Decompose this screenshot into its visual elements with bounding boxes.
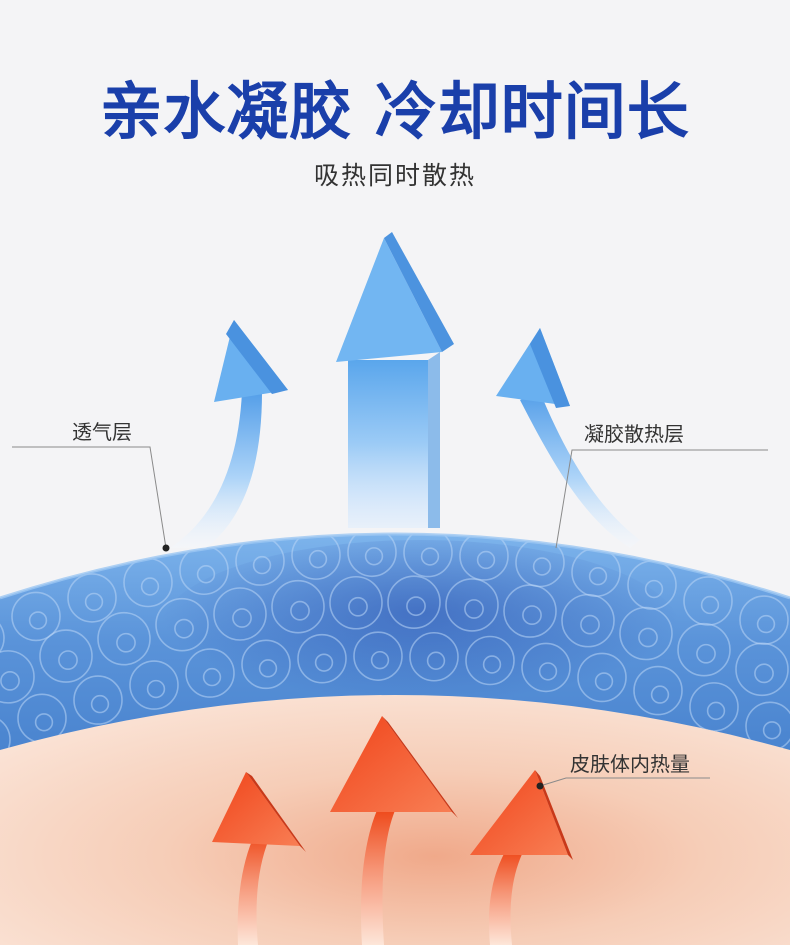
gel-bubble-core [146, 679, 166, 699]
gel-bubble [347, 534, 397, 578]
leader-skin [539, 777, 710, 787]
gel-bubble [683, 576, 733, 626]
gel-bubble [677, 622, 731, 677]
gel-bubble-core [464, 599, 484, 619]
gel-bubble-core [594, 672, 614, 691]
gel-bubble [0, 650, 35, 704]
callout-skin-body-heat: 皮肤体内热量 [570, 752, 690, 776]
gel-bubble [39, 629, 93, 683]
gel-bubble [291, 534, 341, 580]
gel-bubble-core [34, 713, 54, 732]
gel-bubble-core [90, 694, 110, 714]
gel-bubble [403, 534, 453, 578]
gel-bubble-core [174, 618, 194, 639]
gel-bubble-core [476, 550, 496, 570]
gel-bubble-core [650, 685, 670, 704]
heat-arrow-left [212, 772, 306, 945]
gel-bubble [185, 648, 235, 698]
cool-arrow-right [496, 328, 640, 548]
gel-bubble-core [84, 592, 104, 612]
gel-bubble-core [58, 650, 78, 671]
leader-gel [555, 449, 768, 549]
gel-bubble [735, 642, 789, 697]
gel-bubble-core [252, 555, 272, 575]
gel-bubble [0, 613, 5, 663]
gel-bubble [271, 579, 325, 634]
gel-bubble-core [202, 667, 222, 687]
gel-bubble-core [426, 651, 446, 670]
gel-bubble-core [756, 614, 776, 634]
gel-bubble-core [700, 595, 720, 615]
gel-bubble-core [538, 662, 558, 681]
gel-bubble [11, 591, 61, 642]
gel-bubble [155, 597, 209, 652]
gel-bubbles [0, 534, 790, 750]
gel-bubble [387, 575, 441, 629]
gel-bubble [561, 593, 615, 648]
gel-bubble-core [696, 643, 716, 664]
gel-bubble-core [588, 566, 608, 586]
gel-bubble-core [116, 632, 136, 653]
page-subtitle: 吸热同时散热 [313, 161, 476, 190]
heat-arrows [212, 716, 573, 945]
gel-bubble-core [580, 614, 600, 635]
gel-bubble-core [0, 670, 20, 691]
gel-bubble-core [644, 579, 664, 599]
skin-layer [0, 692, 790, 945]
gel-bubble [445, 578, 499, 632]
heat-arrow-center [330, 716, 458, 945]
gel-bubble-core [370, 650, 390, 670]
gel-bubble [459, 534, 509, 581]
gel-bubble-core [482, 655, 502, 674]
gel-bubble-core [232, 608, 252, 628]
gel-bubble-core [348, 596, 368, 617]
gel-bubble-core [532, 557, 552, 576]
gel-bubble-core [314, 653, 334, 672]
gel-bubble [129, 660, 179, 710]
gel-bubble [633, 665, 683, 716]
gel-bubble [619, 606, 673, 661]
leader-breathable [12, 446, 167, 549]
heat-arrow-right [470, 770, 573, 945]
gel-bubble-core [364, 547, 384, 566]
gel-bubble [409, 631, 459, 682]
gel-bubble [329, 575, 383, 630]
gel-layer [0, 532, 790, 750]
gel-bubble-core [406, 596, 426, 617]
cool-arrows [170, 232, 640, 548]
gel-bubble [353, 631, 403, 681]
cool-arrow-center [336, 232, 454, 528]
leader-lines [12, 446, 768, 790]
gel-bubble [97, 611, 151, 666]
gel-bubble [213, 587, 267, 641]
callout-gel-cooling-layer: 凝胶散热层 [584, 422, 684, 446]
gel-bubble [73, 675, 123, 725]
gel-bubble-core [140, 577, 160, 596]
gel-bubble-core [290, 600, 310, 621]
gel-bubble [241, 639, 291, 690]
page-title: 亲水凝胶 冷却时间长 [100, 75, 690, 148]
gel-bubble-core [196, 565, 216, 584]
gel-bubble-core [762, 721, 782, 740]
gel-bubble-core [420, 547, 440, 566]
gel-bubble-core [754, 663, 774, 684]
cool-arrow-left [170, 320, 288, 548]
gel-bubble [503, 584, 557, 638]
gel-bubble [297, 633, 347, 684]
gel-bubble-core [706, 701, 726, 721]
gel-bubble [0, 714, 11, 750]
gel-bubble-core [308, 549, 328, 569]
gel-bubble-core [638, 627, 658, 648]
gel-bubble-core [522, 605, 542, 626]
callout-breathable-layer: 透气层 [72, 420, 132, 444]
gel-bubble [67, 573, 117, 623]
gel-bubble [745, 701, 790, 750]
gel-bubble [521, 642, 571, 693]
gel-bubble [577, 652, 627, 703]
gel-bubble-core [28, 611, 48, 630]
gel-bubble [465, 635, 515, 686]
gel-bubble-core [258, 659, 278, 678]
